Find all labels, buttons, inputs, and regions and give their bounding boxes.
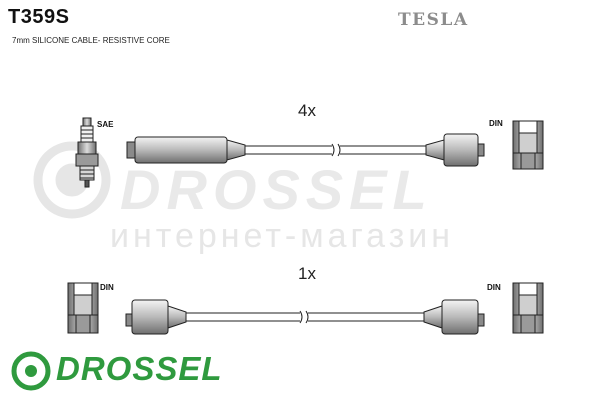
sae-label: SAE xyxy=(97,120,114,129)
top-cable-wire xyxy=(245,143,426,157)
top-cable-quantity: 4x xyxy=(298,101,316,120)
watermark-subtext: интернет-магазин xyxy=(110,217,455,255)
din-connector-icon-bottom-right xyxy=(512,282,544,334)
watermark-text: DROSSEL xyxy=(120,158,433,221)
spark-plug-icon xyxy=(75,117,99,188)
drossel-logo-icon xyxy=(11,351,51,391)
top-cable-right-boot xyxy=(425,133,485,167)
drossel-logo-text: DROSSEL xyxy=(56,350,223,387)
din-label-bottom-left: DIN xyxy=(100,283,114,292)
din-label-bottom-right: DIN xyxy=(487,283,501,292)
bottom-cable-wire xyxy=(186,310,424,324)
bottom-cable-right-boot xyxy=(423,299,485,335)
top-cable-left-boot xyxy=(126,136,246,164)
bottom-cable-quantity: 1x xyxy=(298,264,316,283)
din-label-top-right: DIN xyxy=(489,119,503,128)
bottom-cable-left-boot xyxy=(125,299,187,335)
din-connector-icon-top-right xyxy=(512,120,544,170)
watermark-logo-icon xyxy=(33,141,111,219)
part-number: T359S xyxy=(8,6,70,28)
brand-name: TESLA xyxy=(398,10,469,30)
din-connector-icon-bottom-left xyxy=(67,282,99,334)
product-subtitle: 7mm SILICONE CABLE- RESISTIVE CORE xyxy=(12,36,170,45)
